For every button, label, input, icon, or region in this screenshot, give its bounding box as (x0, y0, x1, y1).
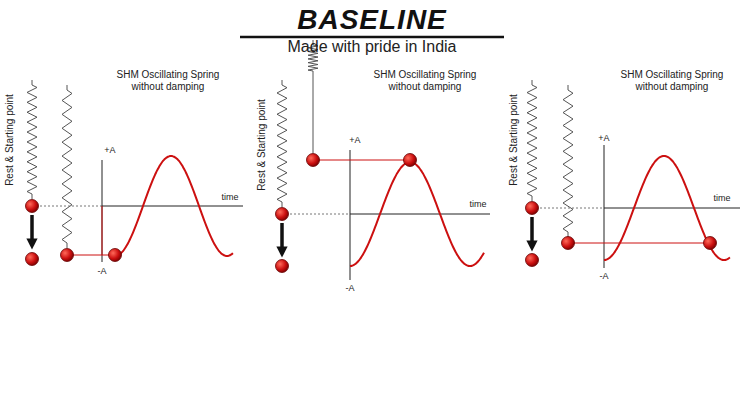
panel-heading: SHM Oscillating Spring without damping (366, 69, 484, 92)
amplitude-label: -A (600, 271, 609, 281)
amplitude-guide (102, 206, 103, 255)
amplitude-label: +A (349, 135, 360, 145)
mass-ball (276, 260, 289, 273)
mass-ball (526, 254, 539, 267)
spring-coil (527, 80, 537, 201)
time-axis (102, 206, 243, 207)
rest-guide (540, 208, 604, 209)
mass-ball (61, 249, 74, 262)
mass-ball (526, 202, 539, 215)
brand-logo: BASELINE (297, 4, 447, 36)
motion-arrow (30, 215, 34, 244)
sine-curve (350, 162, 484, 266)
time-axis (350, 214, 490, 215)
start-guide (568, 243, 710, 244)
mass-ball (276, 208, 289, 221)
spring-coil (563, 85, 573, 237)
amplitude-label: -A (346, 283, 355, 293)
spring-coil (27, 80, 37, 199)
mass-ball (404, 154, 417, 167)
motion-arrow (530, 217, 534, 246)
spring-coil (62, 85, 72, 248)
y-axis (102, 160, 103, 262)
rest-guide (40, 206, 102, 207)
sine-curve (115, 156, 233, 256)
amplitude-label: -A (98, 266, 107, 276)
y-axis (604, 145, 605, 268)
amplitude-label: +A (598, 133, 609, 143)
start-guide (67, 255, 115, 256)
axis-label: time (713, 193, 730, 203)
spring-rod (313, 76, 314, 153)
mass-ball (109, 249, 122, 262)
rest-label: Rest & Starting point (508, 94, 520, 186)
axis-label: time (221, 192, 238, 202)
rest-label: Rest & Starting point (256, 99, 268, 191)
motion-arrow (280, 223, 284, 252)
mass-ball (26, 253, 39, 266)
rest-guide (290, 214, 350, 215)
rest-label: Rest & Starting point (4, 94, 16, 186)
axis-label: time (469, 199, 486, 209)
tagline: Made with pride in India (288, 38, 457, 56)
amplitude-label: +A (104, 145, 115, 155)
spring-coil (277, 80, 287, 207)
mass-ball (307, 154, 320, 167)
panel-heading: SHM Oscillating Spring without damping (109, 69, 227, 92)
mass-ball (26, 200, 39, 213)
y-axis (350, 150, 351, 280)
mass-ball (704, 237, 717, 250)
panel-heading: SHM Oscillating Spring without damping (613, 69, 731, 92)
mass-ball (562, 237, 575, 250)
time-axis (604, 208, 740, 209)
peak-guide (313, 160, 410, 161)
sine-curve (604, 156, 730, 260)
